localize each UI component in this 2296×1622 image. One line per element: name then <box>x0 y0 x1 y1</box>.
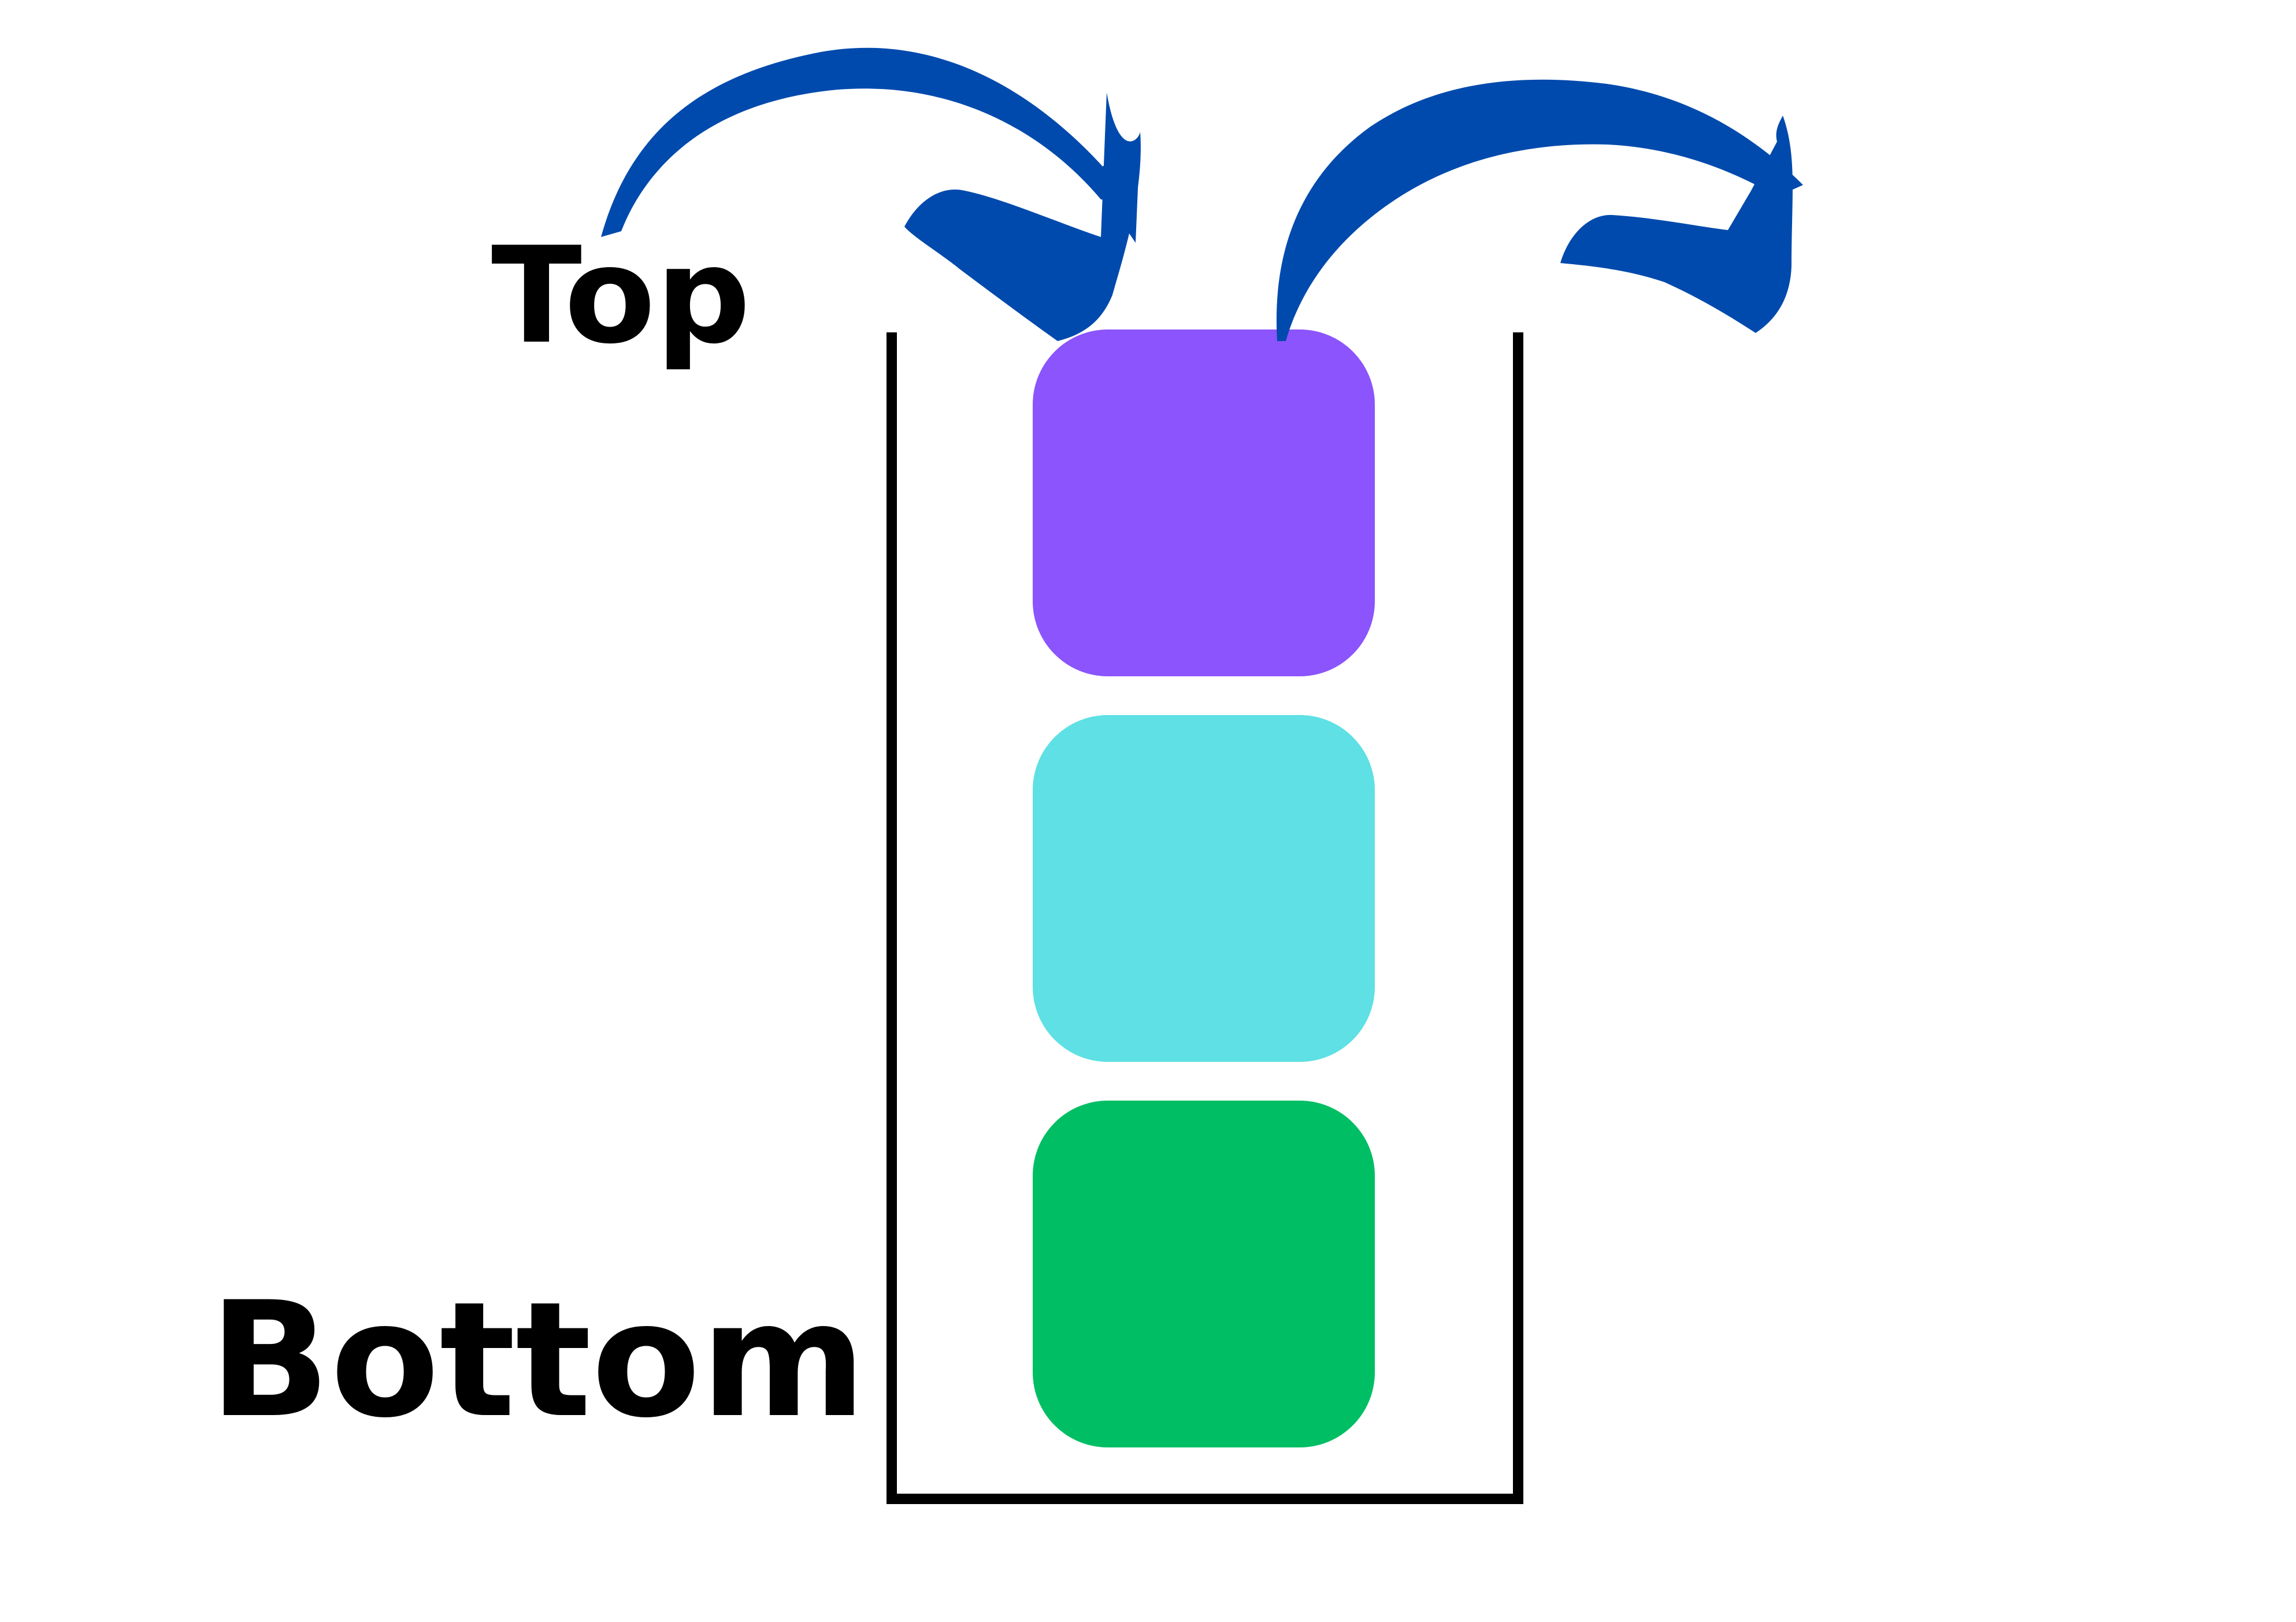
push-arrow-icon <box>601 47 1141 341</box>
stack-block-top <box>1033 329 1375 676</box>
stack-block-middle <box>1033 715 1375 1062</box>
stack-block-bottom <box>1033 1101 1375 1447</box>
bottom-label: Bottom <box>209 1268 866 1453</box>
top-label: Top <box>491 219 751 373</box>
pop-arrow-icon <box>1276 79 1803 341</box>
stack-container <box>886 332 1523 1504</box>
